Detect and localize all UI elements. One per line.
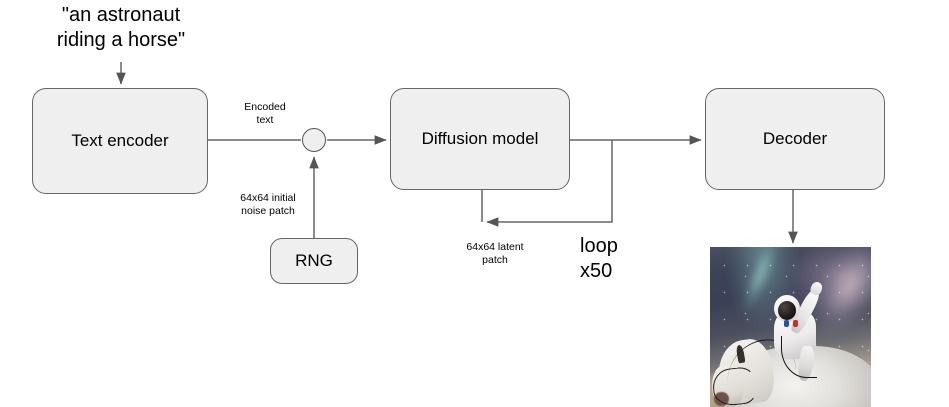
suit-patch-red — [792, 320, 799, 327]
suit-patch-blue — [784, 320, 790, 327]
label-initial-noise-patch: 64x64 initial noise patch — [240, 192, 296, 217]
astronaut-visor — [777, 300, 797, 320]
node-diffusion-model-label: Diffusion model — [421, 129, 539, 148]
node-rng[interactable]: RNG — [270, 238, 358, 284]
output-image — [710, 247, 871, 407]
junction-node[interactable] — [302, 128, 326, 152]
node-diffusion-model[interactable]: Diffusion model — [390, 88, 570, 190]
node-decoder-label: Decoder — [762, 129, 828, 148]
node-text-encoder-label: Text encoder — [71, 131, 169, 150]
prompt-text: "an astronaut riding a horse" — [56, 4, 186, 51]
node-decoder[interactable]: Decoder — [705, 88, 885, 190]
label-latent-patch: 64x64 latent patch — [466, 241, 524, 266]
node-rng-label: RNG — [295, 251, 333, 270]
node-text-encoder[interactable]: Text encoder — [32, 88, 208, 194]
label-loop-count: loop x50 — [580, 235, 618, 282]
label-encoded-text: Encoded text — [244, 101, 286, 126]
horse-muzzle — [714, 391, 729, 407]
